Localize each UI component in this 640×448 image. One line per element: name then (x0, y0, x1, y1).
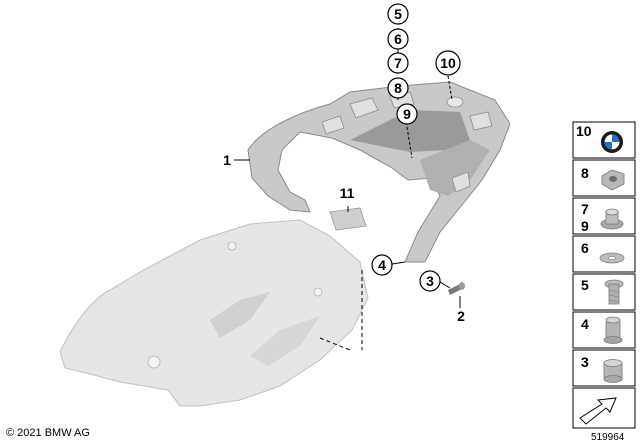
legend-number-6: 6 (581, 240, 589, 256)
svg-text:9: 9 (403, 106, 411, 122)
callout-3: 3 (419, 270, 441, 292)
nut-icon (601, 169, 625, 191)
legend-row-8[interactable] (572, 159, 636, 197)
parts-legend-panel: 10 8 7 9 6 5 (572, 121, 636, 429)
copyright-text: © 2021 BMW AG (6, 427, 90, 439)
arrow-icon (579, 397, 617, 425)
svg-text:8: 8 (394, 80, 402, 96)
spacer-sleeve-icon (603, 359, 623, 383)
diagram-id: 519964 (591, 432, 625, 443)
svg-text:10: 10 (440, 55, 456, 71)
legend-number-3: 3 (581, 354, 589, 370)
bushing-icon (600, 208, 624, 230)
callout-10: 10 (435, 50, 461, 76)
callout-4: 4 (371, 254, 393, 276)
legend-number-7: 7 (581, 201, 589, 217)
legend-row-7-9[interactable] (572, 197, 636, 235)
svg-text:3: 3 (426, 273, 434, 289)
callout-8: 8 (387, 77, 409, 99)
rubber-buffer-icon (603, 316, 623, 344)
legend-number-8: 8 (581, 165, 589, 181)
luggage-rack[interactable] (247, 81, 511, 263)
legend-number-4: 4 (581, 316, 589, 332)
callout-6: 6 (387, 28, 409, 50)
svg-text:5: 5 (394, 6, 402, 22)
mounting-plate[interactable] (329, 207, 367, 231)
legend-row-5[interactable] (572, 273, 636, 311)
legend-number-10: 10 (576, 123, 592, 139)
label-1: 1 (223, 152, 231, 168)
svg-text:7: 7 (394, 55, 402, 71)
legend-row-4[interactable] (572, 311, 636, 349)
washer-icon (599, 252, 625, 264)
callout-7: 7 (387, 52, 409, 74)
label-2: 2 (457, 308, 465, 324)
bolt-icon (604, 279, 624, 305)
bmw-logo-icon (601, 131, 623, 153)
callout-5: 5 (387, 3, 409, 25)
svg-text:4: 4 (378, 257, 386, 273)
svg-text:6: 6 (394, 31, 402, 47)
screw[interactable] (448, 282, 465, 295)
legend-number-9: 9 (581, 218, 589, 234)
rear-cover[interactable] (59, 219, 369, 407)
callout-9: 9 (396, 103, 418, 125)
label-11: 11 (340, 185, 355, 201)
legend-number-5: 5 (581, 277, 589, 293)
